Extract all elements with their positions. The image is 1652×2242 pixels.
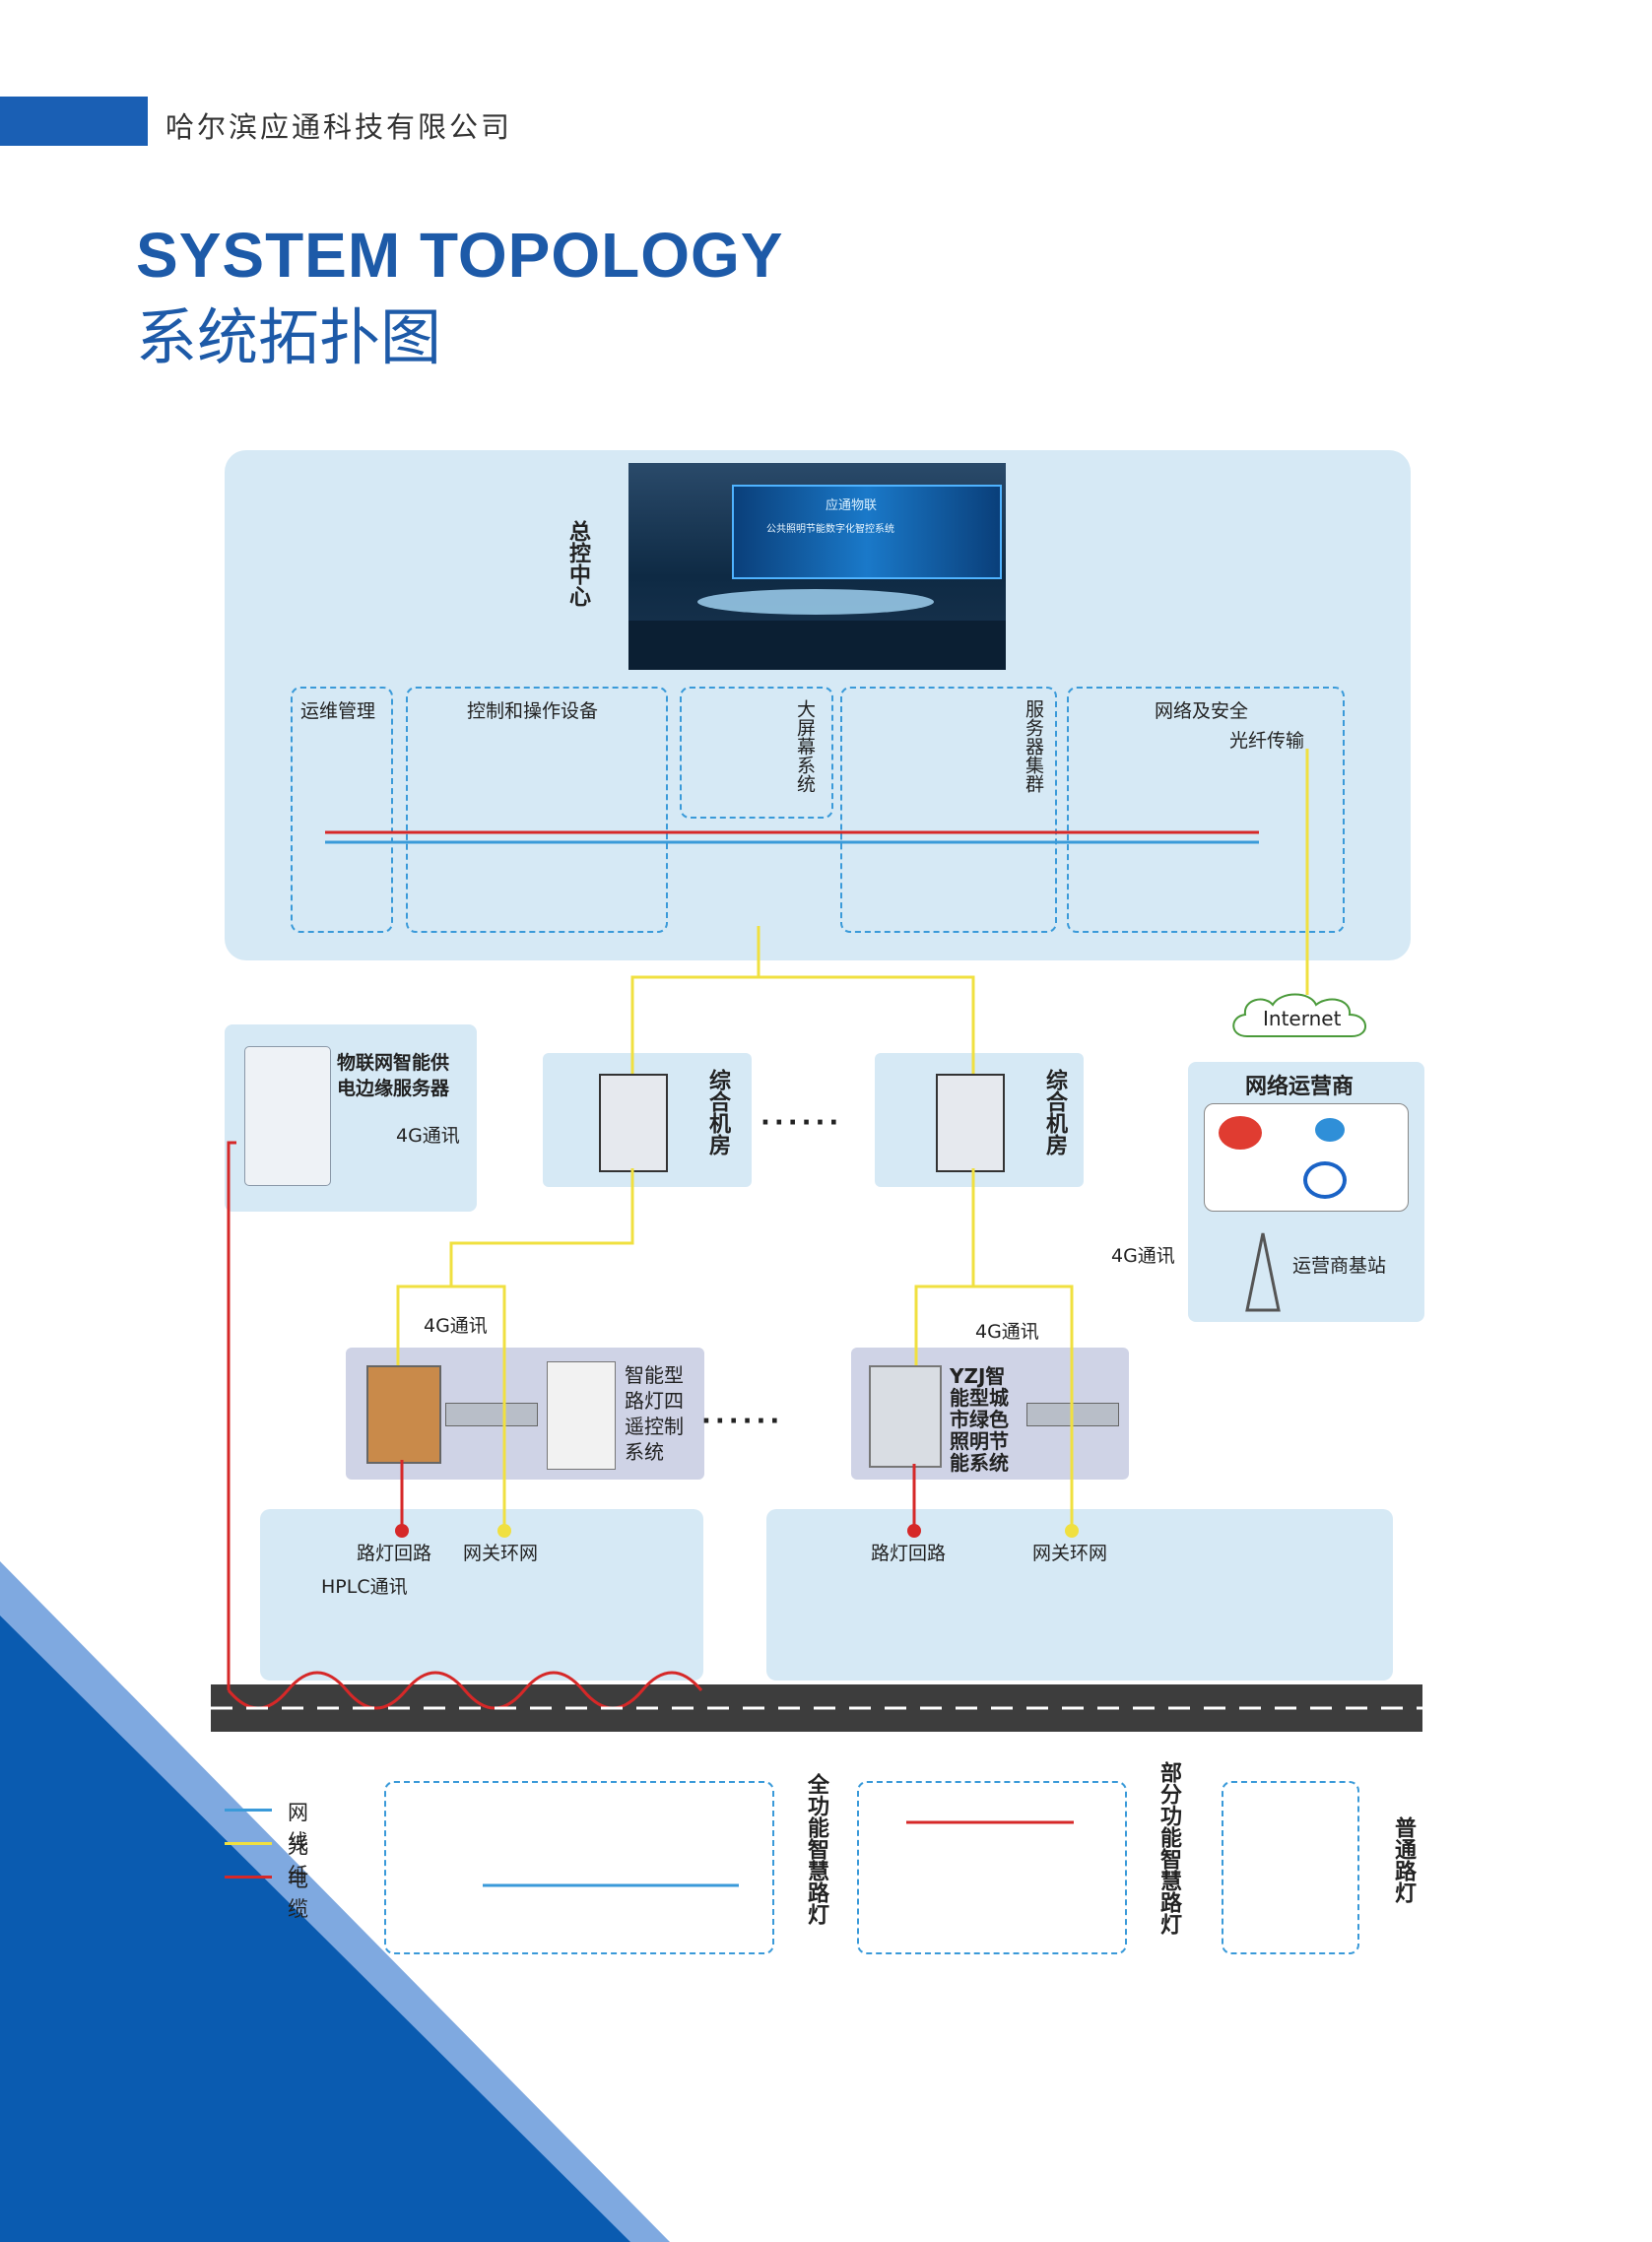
smart-box-left-label: 智能型路灯四遥控制系统 <box>625 1363 684 1464</box>
server-group-label: 服务器集群 <box>1023 699 1044 793</box>
partial-function-label: 部分功能智慧路灯 <box>1156 1761 1181 1935</box>
bigscreen-group <box>680 687 833 819</box>
ops-group-label: 运维管理 <box>300 700 376 722</box>
normal-light-group <box>1222 1781 1359 1954</box>
page-title-chinese: 系统拓扑图 <box>136 301 442 373</box>
smart-box-right-label: YZJ智能型城市绿色照明节能系统 <box>950 1364 1009 1475</box>
machine-room-left-label: 综合机房 <box>705 1069 730 1155</box>
partial-function-group <box>857 1781 1127 1954</box>
control-group <box>406 687 668 933</box>
ops-group <box>291 687 393 933</box>
header-accent-bar <box>0 97 148 146</box>
internet-label: Internet <box>1263 1007 1342 1030</box>
control-room-photo: 应通物联 公共照明节能数字化智控系统 <box>628 463 1006 670</box>
streetlight-left-ring-label: 网关环网 <box>463 1543 539 1564</box>
bigscreen-group-label: 大屏幕系统 <box>794 699 816 793</box>
network-group <box>1067 687 1345 933</box>
machine-room-left-cabinet <box>599 1074 668 1172</box>
network-group-label: 网络及安全 <box>1155 700 1249 722</box>
streetlight-left-loop-label: 路灯回路 <box>357 1543 432 1564</box>
smart-box-left-4g-label: 4G通讯 <box>424 1315 488 1337</box>
screen-brand: 应通物联 <box>826 498 878 513</box>
streetlight-panel-left <box>260 1509 703 1681</box>
streetlight-right-ring-label: 网关环网 <box>1032 1543 1108 1564</box>
edge-server-label: 物联网智能供电边缘服务器 <box>337 1052 450 1099</box>
smart-box-left-cabinet <box>366 1365 441 1464</box>
screen-subtitle: 公共照明节能数字化智控系统 <box>766 524 894 535</box>
server-group <box>840 687 1057 933</box>
smart-box-left-controller <box>547 1361 616 1470</box>
base-station-label: 运营商基站 <box>1292 1255 1387 1277</box>
china-mobile-logo <box>1315 1118 1345 1142</box>
smart-box-right-4g-label: 4G通讯 <box>975 1321 1039 1343</box>
full-function-label: 全功能智慧路灯 <box>804 1773 828 1925</box>
edge-server-device <box>244 1046 331 1186</box>
normal-light-label: 普通路灯 <box>1391 1816 1416 1903</box>
machine-room-right-label: 综合机房 <box>1042 1069 1067 1155</box>
streetlight-right-loop-label: 路灯回路 <box>871 1543 947 1564</box>
company-name: 哈尔滨应通科技有限公司 <box>165 110 513 144</box>
fiber-label: 光纤传输 <box>1229 730 1305 752</box>
machine-room-ellipsis: ······ <box>760 1108 843 1138</box>
operator-logos <box>1204 1103 1409 1212</box>
operator-title: 网络运营商 <box>1245 1075 1355 1099</box>
smart-box-ellipsis: ······ <box>701 1407 784 1436</box>
internet-cloud: Internet <box>1225 989 1383 1046</box>
control-group-label: 控制和操作设备 <box>467 700 599 722</box>
streetlight-panel-right <box>766 1509 1393 1681</box>
machine-room-right-cabinet <box>936 1074 1005 1172</box>
smart-box-left-gateway <box>445 1403 538 1426</box>
china-telecom-logo <box>1303 1161 1347 1199</box>
china-unicom-logo <box>1219 1116 1262 1150</box>
full-function-group <box>384 1781 774 1954</box>
streetlight-left-hplc-label: HPLC通讯 <box>321 1576 408 1598</box>
edge-server-4g-label: 4G通讯 <box>396 1125 460 1147</box>
control-center-label: 总控中心 <box>565 520 590 607</box>
smart-box-right-cabinet <box>869 1365 942 1468</box>
page-title-english: SYSTEM TOPOLOGY <box>136 220 784 291</box>
operator-4g-label: 4G通讯 <box>1111 1245 1175 1267</box>
